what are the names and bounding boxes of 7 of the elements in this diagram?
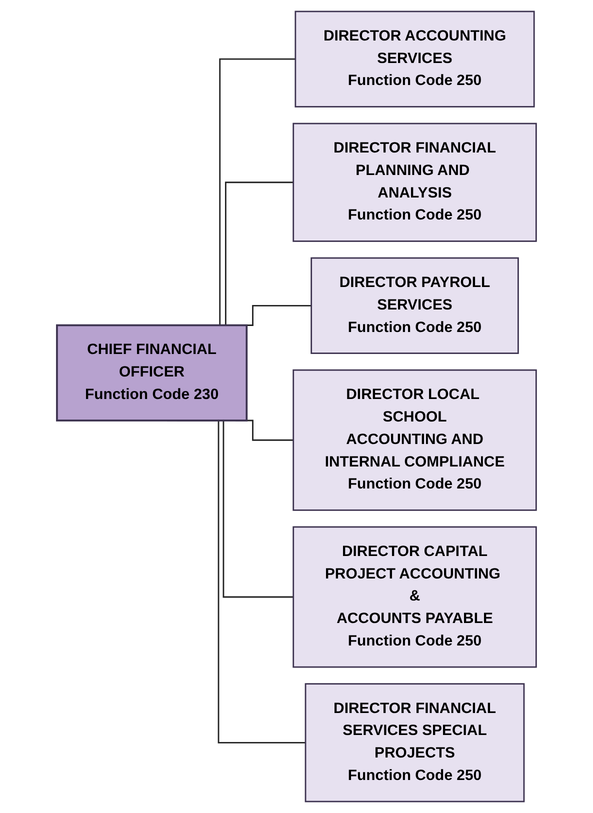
node-box: DIRECTOR ACCOUNTING SERVICES Function Code 250 (294, 10, 535, 108)
node-box: DIRECTOR FINANCIAL SERVICES SPECIAL PROJECTS Function Code 250 (304, 683, 525, 802)
node-box: DIRECTOR FINANCIAL PLANNING AND ANALYSIS Function Code 250 (292, 122, 537, 242)
node-box: DIRECTOR LOCAL SCHOOL ACCOUNTING AND INTERNAL COMPLIANCE Function Code 250 (292, 369, 537, 511)
node-box: CHIEF FINANCIAL OFFICER Function Code 230 (56, 324, 248, 422)
node-box: DIRECTOR CAPITAL PROJECT ACCOUNTING & ACCOUNTS PAYABLE Function Code 250 (292, 526, 537, 668)
node-box: DIRECTOR PAYROLL SERVICES Function Code 250 (310, 257, 519, 354)
